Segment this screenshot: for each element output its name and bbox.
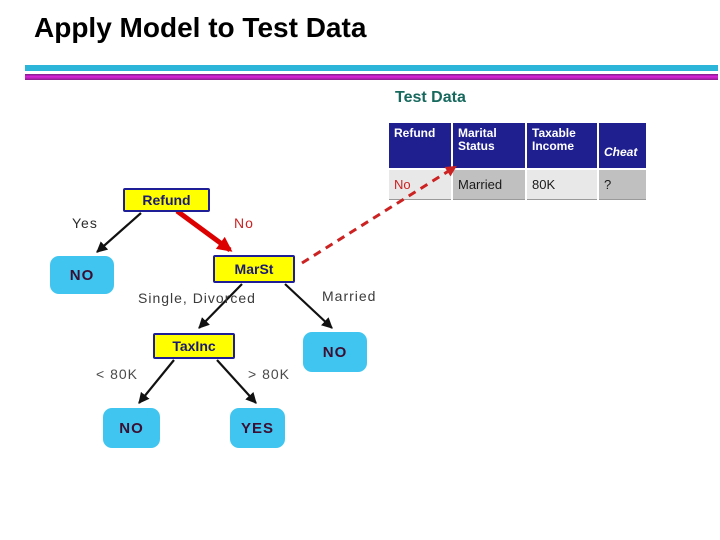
edge-label-below-80k: < 80K xyxy=(96,366,138,382)
test-data-table: Refund Marital Status Taxable Income Che… xyxy=(389,123,646,200)
tree-leaf-married-no: NO xyxy=(303,332,367,372)
header-taxable-line2: Income xyxy=(532,139,575,153)
header-marital-line2: Status xyxy=(458,139,495,153)
tree-leaf-refund-yes-no: NO xyxy=(50,256,114,294)
slide-title: Apply Model to Test Data xyxy=(34,12,367,43)
edge-label-above-80k: > 80K xyxy=(248,366,290,382)
edge-label-yes: Yes xyxy=(72,215,98,231)
tree-node-refund: Refund xyxy=(123,188,210,212)
table-cell-marital-status: Married xyxy=(453,170,525,200)
edge-label-no: No xyxy=(234,215,254,231)
table-header-cheat: Cheat xyxy=(599,123,646,168)
title-rule-teal xyxy=(25,65,718,71)
edge-label-single-divorced: Single, Divorced xyxy=(138,290,256,306)
edge-refund-yes-arrow xyxy=(96,212,142,253)
tree-node-taxinc: TaxInc xyxy=(153,333,235,359)
header-refund-line1: Refund xyxy=(394,126,436,140)
header-taxable-line1: Taxable xyxy=(532,126,576,140)
table-header-marital-status: Marital Status xyxy=(453,123,525,168)
test-data-label: Test Data xyxy=(395,89,466,106)
tree-leaf-below-80k-no: NO xyxy=(103,408,160,448)
table-cell-refund: No xyxy=(389,170,451,200)
edge-refund-no-arrow-highlighted xyxy=(175,208,233,253)
tree-node-marst: MarSt xyxy=(213,255,295,283)
header-marital-line1: Marital xyxy=(458,126,497,140)
table-header-taxable-income: Taxable Income xyxy=(527,123,597,168)
edge-label-married: Married xyxy=(322,288,377,304)
title-rule-magenta xyxy=(25,74,718,80)
table-cell-taxable-income: 80K xyxy=(527,170,597,200)
edge-taxinc-below-80k-arrow xyxy=(138,359,175,404)
header-cheat-line1: Cheat xyxy=(604,145,638,159)
tree-leaf-above-80k-yes: YES xyxy=(230,408,285,448)
table-cell-cheat: ? xyxy=(599,170,646,200)
table-header-refund: Refund xyxy=(389,123,451,168)
